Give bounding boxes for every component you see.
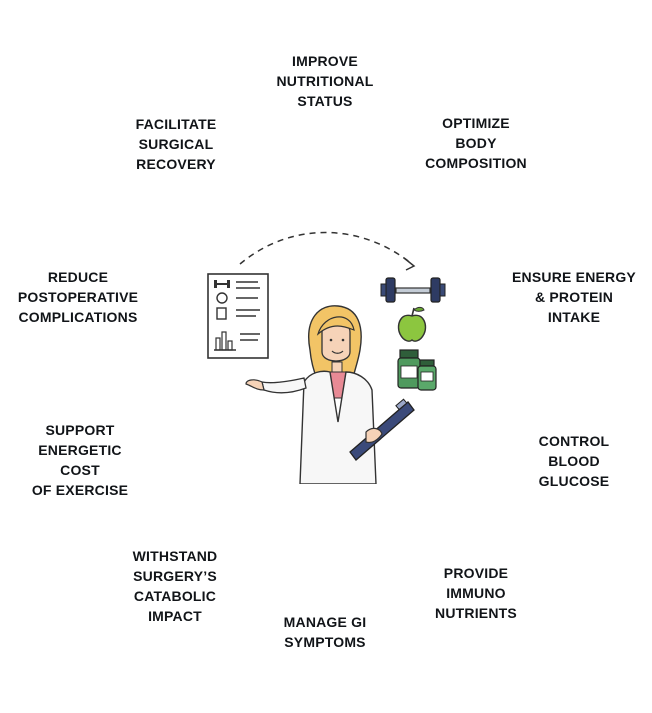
dumbbell-icon [380,277,446,303]
goal-circle-ensure-energy-protein-intake: ENSURE ENERGY & PROTEIN INTAKE [498,221,650,373]
goal-circle-manage-gi-symptoms: MANAGE GI SYMPTOMS [249,556,401,708]
goal-label: MANAGE GI SYMPTOMS [283,614,367,650]
goal-label: SUPPORT ENERGETIC COST OF EXERCISE [31,422,129,498]
supplement-bottle-icon [397,349,437,391]
goal-label: REDUCE POSTOPERATIVE COMPLICATIONS [17,269,139,325]
document-icon [207,273,269,359]
dietitian-figure [245,305,415,484]
goal-circle-optimize-body-composition: OPTIMIZE BODY COMPOSITION [401,68,551,218]
goal-label: ENSURE ENERGY & PROTEIN INTAKE [512,269,636,325]
dietitian-illustration [207,231,446,484]
goal-circle-reduce-postoperative-complications: REDUCE POSTOPERATIVE COMPLICATIONS [2,221,154,373]
goal-label: WITHSTAND SURGERY’S CATABOLIC IMPACT [132,548,218,624]
goal-circle-control-blood-glucose: CONTROL BLOOD GLUCOSE [498,385,650,537]
goal-label: FACILITATE SURGICAL RECOVERY [135,116,217,172]
goal-label: PROVIDE IMMUNO NUTRIENTS [435,565,517,621]
goal-label: IMPROVE NUTRITIONAL STATUS [276,53,374,109]
dashed-arrow-icon [239,231,416,271]
apple-icon [397,306,427,342]
goal-circle-withstand-catabolic-impact: WITHSTAND SURGERY’S CATABOLIC IMPACT [100,511,250,661]
goal-circle-support-energetic-cost: SUPPORT ENERGETIC COST OF EXERCISE [4,384,156,536]
clipboard-icon [349,398,415,461]
goal-circle-facilitate-surgical-recovery: FACILITATE SURGICAL RECOVERY [101,69,251,219]
goal-label: CONTROL BLOOD GLUCOSE [538,433,610,489]
goal-circle-provide-immuno-nutrients: PROVIDE IMMUNO NUTRIENTS [401,518,551,668]
goal-label: OPTIMIZE BODY COMPOSITION [425,115,527,171]
goal-circle-improve-nutritional-status: IMPROVE NUTRITIONAL STATUS [249,5,401,157]
